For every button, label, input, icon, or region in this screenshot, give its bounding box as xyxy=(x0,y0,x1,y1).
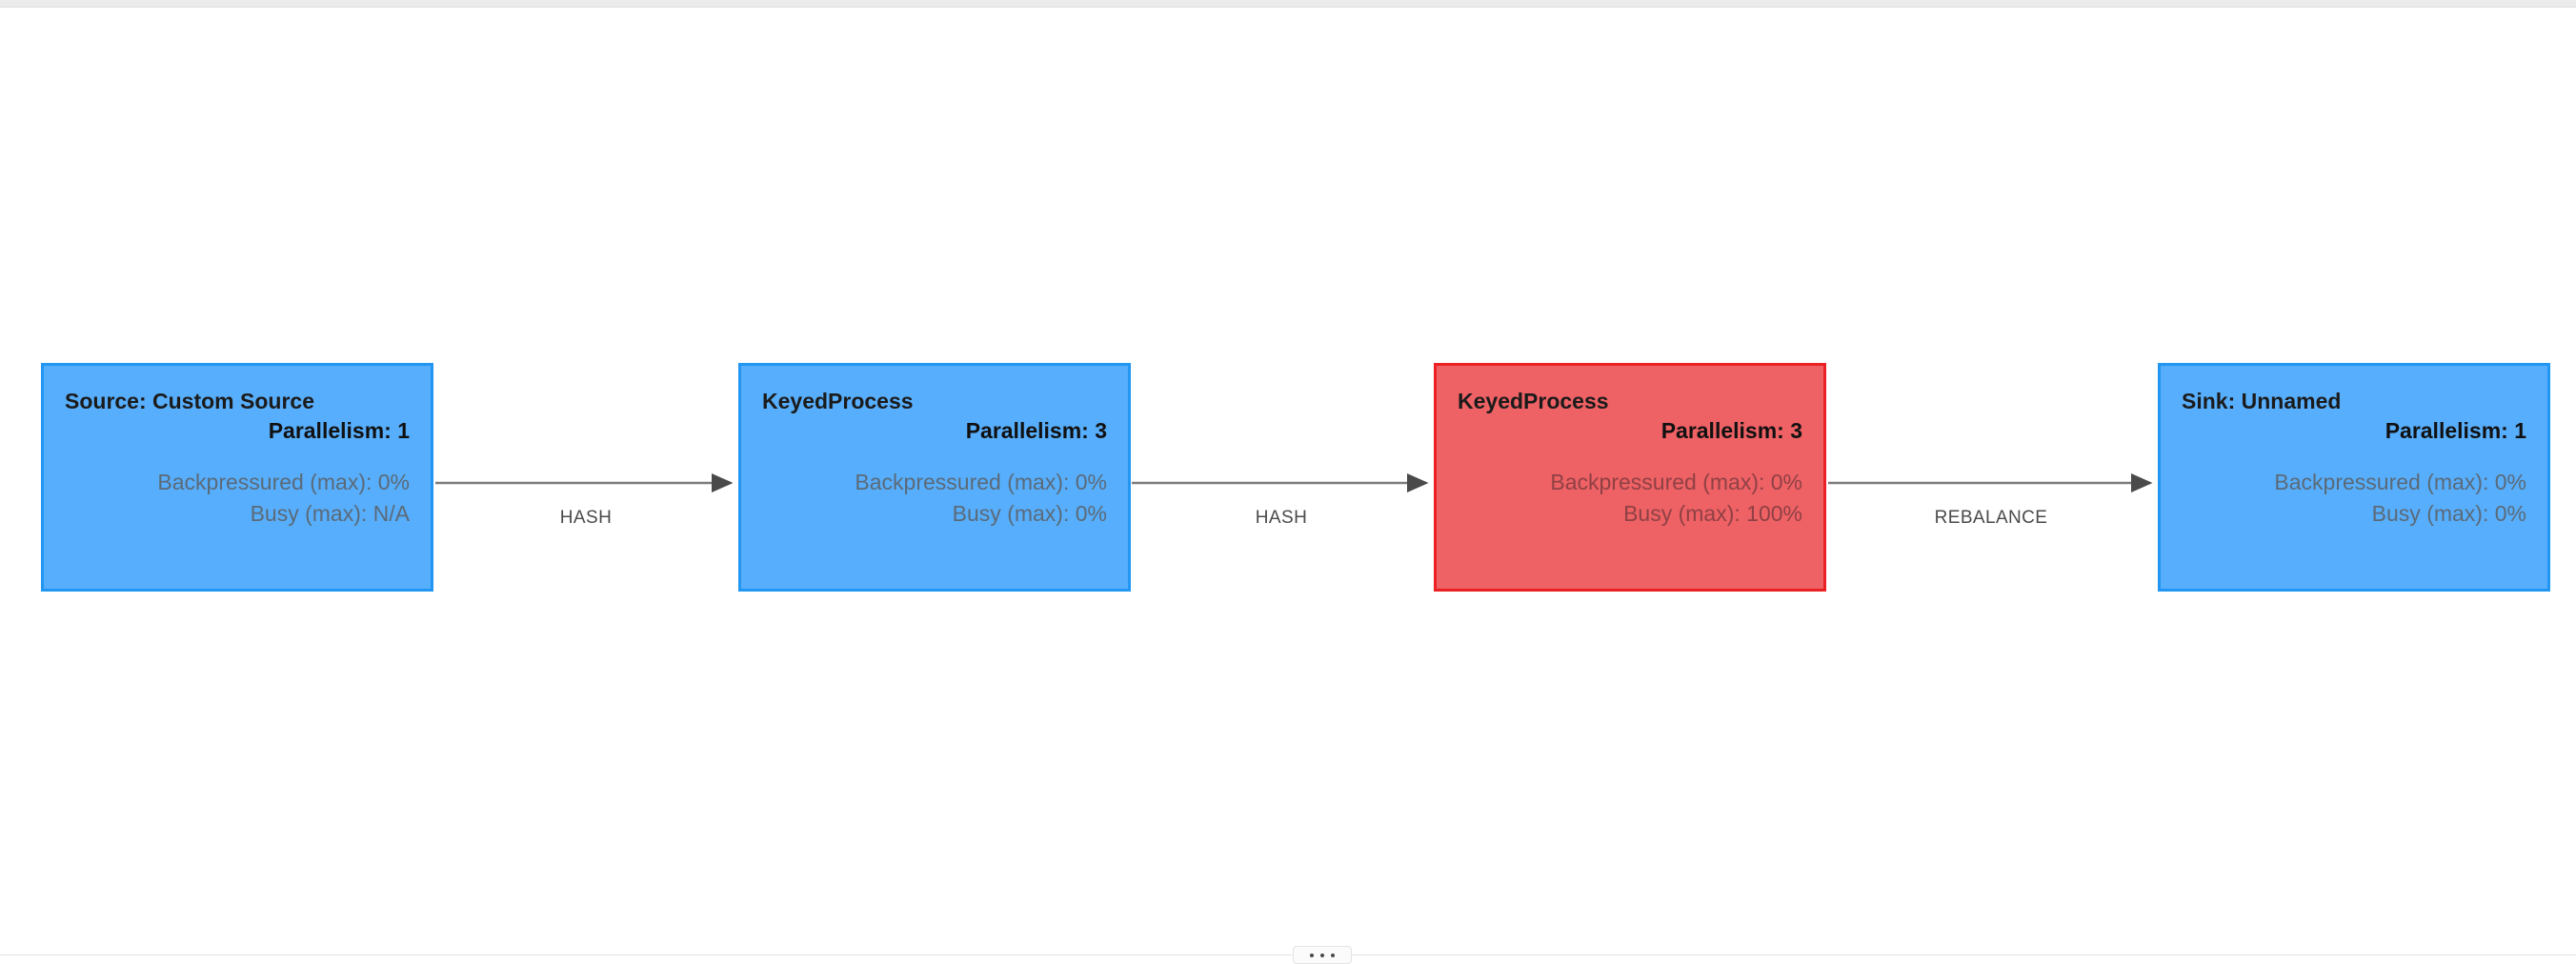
edge-label-rebalance: REBALANCE xyxy=(1934,508,2048,528)
graph-node-keyed-process-1[interactable]: KeyedProcess Parallelism: 3 Backpressure… xyxy=(738,363,1131,592)
window-top-strip xyxy=(0,0,2576,8)
node-metrics: Backpressured (max): 0% Busy (max): 100% xyxy=(1458,467,1802,530)
edge-label-hash-1: HASH xyxy=(559,508,613,528)
node-busy-metric: Busy (max): 0% xyxy=(2371,501,2526,526)
job-graph-canvas[interactable]: HASH HASH REBALANCE Source: Custom Sourc… xyxy=(0,8,2576,946)
graph-node-keyed-process-2[interactable]: KeyedProcess Parallelism: 3 Backpressure… xyxy=(1434,363,1826,592)
handle-dot xyxy=(1310,953,1314,957)
node-backpressure-metric: Backpressured (max): 0% xyxy=(855,470,1107,494)
handle-dot xyxy=(1331,953,1335,957)
handle-dot xyxy=(1320,953,1324,957)
divider-rule xyxy=(0,954,2576,955)
node-metrics: Backpressured (max): 0% Busy (max): 0% xyxy=(762,467,1107,530)
node-busy-metric: Busy (max): 0% xyxy=(952,501,1107,526)
node-parallelism: Parallelism: 3 xyxy=(1660,418,1802,443)
node-metrics: Backpressured (max): 0% Busy (max): 0% xyxy=(2182,467,2526,530)
node-parallelism: Parallelism: 3 xyxy=(965,418,1107,443)
node-parallelism: Parallelism: 1 xyxy=(268,418,410,443)
edge-label-hash-2: HASH xyxy=(1255,508,1308,528)
node-busy-metric: Busy (max): 100% xyxy=(1623,501,1802,526)
node-backpressure-metric: Backpressured (max): 0% xyxy=(2274,470,2526,494)
node-metrics: Backpressured (max): 0% Busy (max): N/A xyxy=(65,467,410,530)
graph-node-source-custom-source[interactable]: Source: Custom Source Parallelism: 1 Bac… xyxy=(41,363,433,592)
node-title: Source: Custom Source xyxy=(65,389,314,413)
node-title: Sink: Unnamed xyxy=(2182,389,2342,413)
node-backpressure-metric: Backpressured (max): 0% xyxy=(157,470,410,494)
node-parallelism: Parallelism: 1 xyxy=(2385,418,2526,443)
ellipsis-drag-handle-icon[interactable] xyxy=(1293,946,1352,964)
node-backpressure-metric: Backpressured (max): 0% xyxy=(1550,470,1802,494)
bottom-panel-divider xyxy=(0,946,2576,964)
node-busy-metric: Busy (max): N/A xyxy=(250,501,410,526)
node-title: KeyedProcess xyxy=(1458,389,1609,413)
graph-node-sink-unnamed[interactable]: Sink: Unnamed Parallelism: 1 Backpressur… xyxy=(2158,363,2550,592)
node-title: KeyedProcess xyxy=(762,389,914,413)
